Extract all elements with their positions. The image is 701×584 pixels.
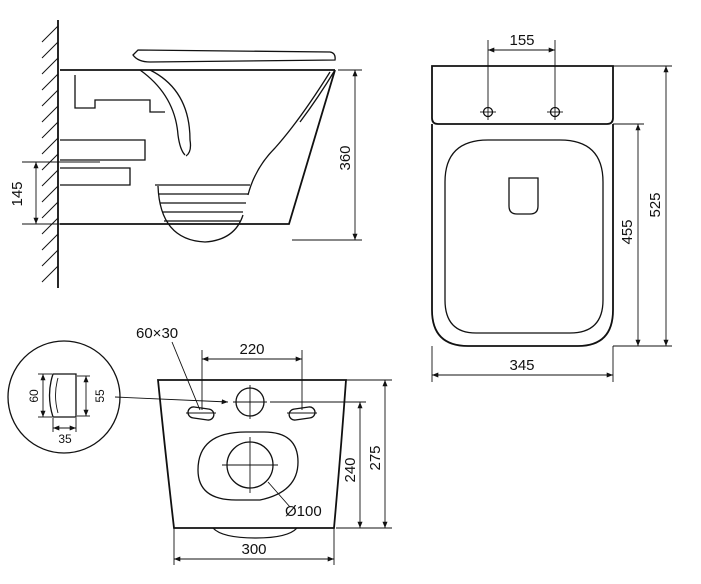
toilet-side-profile (60, 49, 336, 243)
top-view: 155 345 455 (431, 32, 672, 382)
dimension-155: 155 (487, 32, 556, 120)
back-view: 60×30 220 (114, 325, 392, 565)
detail-view: 60 55 35 (7, 340, 121, 454)
top-width-label: 345 (509, 357, 534, 374)
top-total-length-label: 525 (647, 192, 664, 217)
dimension-145: 145 (9, 161, 100, 225)
dimension-360: 360 (292, 69, 362, 241)
back-outlet-diameter-label: Ø100 (285, 503, 322, 520)
top-inner-length-label: 455 (619, 219, 636, 244)
side-outlet-height-label: 145 (9, 181, 26, 206)
toilet-top-outline (431, 65, 614, 347)
back-hole-size-label: 60×30 (136, 325, 178, 342)
back-total-height-label: 275 (367, 445, 384, 470)
top-hole-spacing-label: 155 (509, 32, 534, 49)
back-width-label: 300 (241, 541, 266, 558)
dimension-345: 345 (431, 346, 614, 382)
dimension-240: 240 (270, 401, 392, 529)
dimension-455: 455 (613, 123, 644, 347)
dimension-300: 300 (173, 528, 335, 565)
back-hole-spacing-label: 220 (239, 341, 264, 358)
dimension-525: 525 (613, 65, 672, 347)
dimension-275: 275 (346, 379, 392, 528)
detail-left-height-label: 60 (27, 389, 41, 403)
wall-hatching (41, 20, 59, 288)
detail-width-label: 35 (58, 432, 72, 446)
side-view: 360 145 (9, 20, 362, 288)
back-outlet-height-label: 240 (342, 457, 359, 482)
dimension-220: 220 (201, 341, 303, 410)
detail-right-height-label: 55 (93, 389, 107, 403)
side-height-label: 360 (337, 145, 354, 170)
